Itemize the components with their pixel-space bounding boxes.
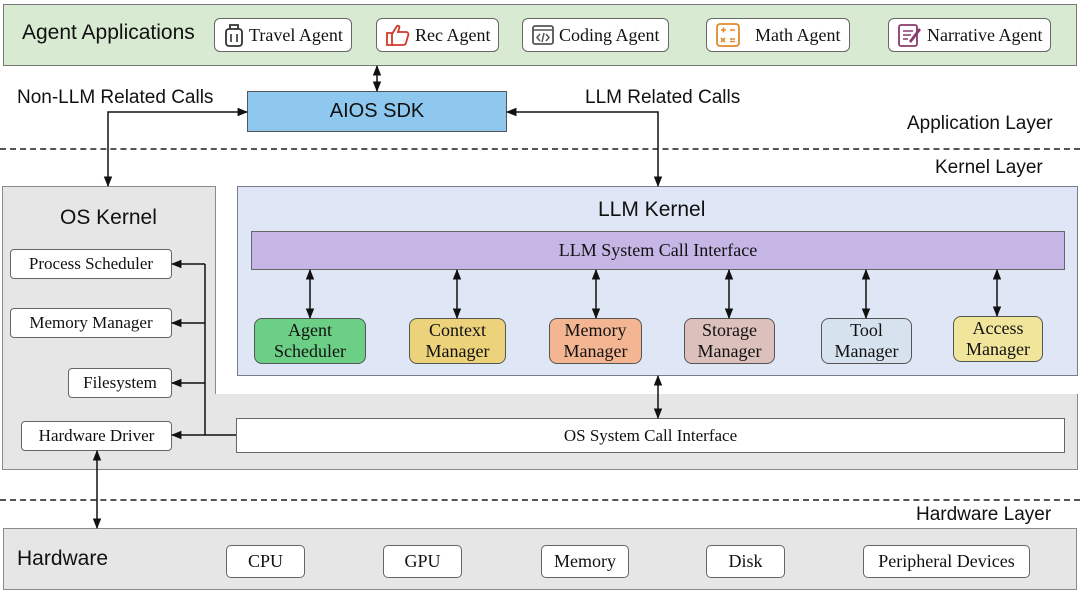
- application-layer-label: Application Layer: [907, 113, 1053, 134]
- narrative-agent-label: Narrative Agent: [927, 24, 1043, 45]
- travel-agent-chip[interactable]: Travel Agent: [214, 18, 352, 52]
- document-edit-icon: [898, 24, 921, 47]
- os-kernel-title: OS Kernel: [60, 206, 157, 229]
- coding-agent-chip[interactable]: Coding Agent: [522, 18, 669, 52]
- hardware-layer-label: Hardware Layer: [916, 504, 1052, 525]
- context-manager-line1: Context: [429, 320, 486, 340]
- cpu-box: CPU: [226, 545, 305, 578]
- access-manager-line2: Manager: [966, 339, 1030, 359]
- narrative-agent-chip[interactable]: Narrative Agent: [888, 18, 1052, 52]
- llm-kernel-panel: [237, 186, 1078, 376]
- non-llm-calls-label: Non-LLM Related Calls: [17, 87, 214, 108]
- llm-system-call-interface: LLM System Call Interface: [251, 231, 1065, 270]
- memory-hardware-box: Memory: [541, 545, 629, 578]
- llm-calls-label: LLM Related Calls: [585, 87, 741, 108]
- agent-scheduler-line2: Scheduler: [274, 341, 346, 361]
- tool-manager-line1: Tool: [850, 320, 883, 340]
- rec-agent-chip[interactable]: Rec Agent: [376, 18, 500, 52]
- kernel-layer-label: Kernel Layer: [935, 157, 1043, 178]
- luggage-icon: [225, 24, 243, 47]
- aios-sdk-box: AIOS SDK: [247, 91, 507, 132]
- process-scheduler-box: Process Scheduler: [10, 249, 172, 279]
- access-manager-line1: Access: [972, 318, 1024, 338]
- memory-manager-os-box: Memory Manager: [10, 308, 172, 338]
- thumbs-up-icon: [386, 24, 410, 46]
- agent-applications-title: Agent Applications: [22, 21, 195, 44]
- coding-agent-label: Coding Agent: [559, 24, 660, 45]
- aios-sdk-label: AIOS SDK: [329, 100, 425, 122]
- memory-manager-line1: Memory: [564, 320, 627, 340]
- hardware-driver-box: Hardware Driver: [21, 421, 172, 451]
- context-manager-line2: Manager: [425, 341, 490, 361]
- agent-scheduler-line1: Agent: [287, 320, 332, 340]
- filesystem-box: Filesystem: [68, 368, 172, 398]
- math-agent-label: Math Agent: [755, 24, 841, 45]
- travel-agent-label: Travel Agent: [249, 24, 343, 45]
- storage-manager-line2: Manager: [697, 341, 762, 361]
- peripheral-devices-box: Peripheral Devices: [863, 545, 1030, 578]
- gpu-box: GPU: [383, 545, 462, 578]
- tool-manager-line2: Manager: [834, 341, 899, 361]
- math-agent-chip[interactable]: Math Agent: [706, 18, 850, 52]
- disk-box: Disk: [706, 545, 785, 578]
- llm-system-call-interface-label: LLM System Call Interface: [558, 240, 758, 260]
- os-system-call-interface: OS System Call Interface: [236, 418, 1065, 453]
- rec-agent-label: Rec Agent: [415, 24, 491, 45]
- memory-manager-line2: Manager: [563, 341, 628, 361]
- os-system-call-interface-label: OS System Call Interface: [563, 425, 738, 445]
- application-kernel-divider: [0, 148, 1080, 150]
- hardware-title: Hardware: [17, 547, 109, 570]
- code-icon: [532, 25, 554, 45]
- calculator-icon: [716, 23, 740, 47]
- llm-kernel-title: LLM Kernel: [598, 198, 706, 221]
- kernel-hardware-divider: [0, 499, 1080, 501]
- storage-manager-line1: Storage: [702, 320, 757, 340]
